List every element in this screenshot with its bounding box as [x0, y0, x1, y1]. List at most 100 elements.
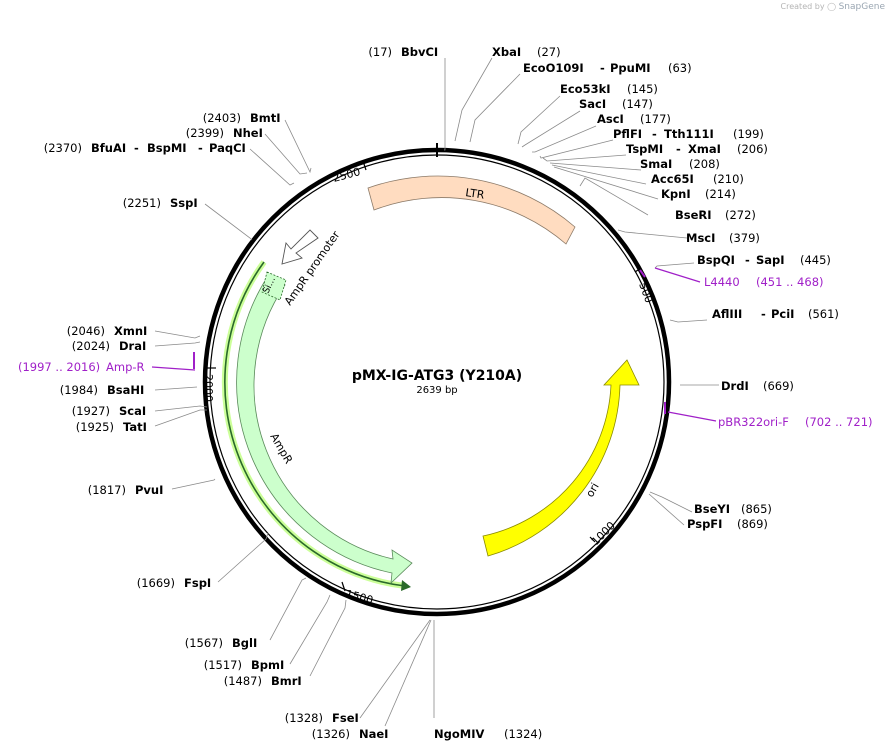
site-nhei-name: NheI: [233, 126, 263, 140]
site-bseyi[interactable]: BseYI (865): [694, 502, 772, 516]
feature-signal[interactable]: Si…: [261, 271, 287, 301]
site-bmri[interactable]: (1487) BmrI: [224, 674, 302, 688]
site-bfuai-dash: -: [134, 141, 139, 155]
site-afliii-name: AflIII: [712, 307, 742, 321]
ampr-primer-line: [224, 261, 406, 587]
site-tspmi[interactable]: TspMI - XmaI (206): [626, 142, 768, 156]
site-pvui[interactable]: (1817) PvuI: [88, 483, 164, 497]
site-eco53ki-pos: (145): [627, 82, 658, 96]
credit-prefix: Created by: [780, 2, 825, 11]
site-drai[interactable]: (2024) DraI: [72, 339, 147, 353]
site-kpni[interactable]: KpnI (214): [661, 187, 736, 201]
plasmid-name: pMX-IG-ATG3 (Y210A): [352, 368, 522, 384]
site-pflfi[interactable]: PflFI - Tth111I (199): [613, 127, 764, 141]
site-ecoo109i-name: EcoO109I: [523, 61, 584, 75]
map-center: pMX-IG-ATG3 (Y210A) 2639 bp: [352, 368, 522, 396]
site-ngomiv-pos: (1324): [504, 727, 542, 741]
site-naei[interactable]: (1326) NaeI: [312, 727, 389, 741]
site-bseri[interactable]: BseRI (272): [675, 208, 756, 222]
feature-ltr[interactable]: LTR: [367, 175, 576, 245]
site-ngomiv[interactable]: NgoMIV (1324): [434, 727, 542, 741]
site-saci[interactable]: SacI (147): [579, 97, 653, 111]
tick-label-1500: 1500: [344, 587, 374, 607]
site-smai-name: SmaI: [640, 157, 672, 171]
site-bmti[interactable]: (2403) BmtI: [203, 111, 281, 125]
site-bseyi-pos: (865): [741, 502, 772, 516]
snapgene-credit: Created by ◯ SnapGene: [781, 2, 885, 12]
site-bmri-pos: (1487): [224, 674, 262, 688]
site-bspmi-name: BspMI: [147, 141, 187, 155]
site-nhei[interactable]: (2399) NheI: [186, 126, 263, 140]
site-acc65i-name: Acc65I: [651, 172, 694, 186]
primer-pbr322ori-f[interactable]: pBR322ori-F (702 .. 721): [718, 415, 873, 429]
ampr-promoter-arrow: [281, 229, 319, 265]
site-bpmi[interactable]: (1517) BpmI: [204, 658, 285, 672]
site-fspi[interactable]: (1669) FspI: [137, 576, 211, 590]
site-xmni[interactable]: (2046) XmnI: [67, 324, 148, 338]
primer-amp-r-name: Amp-R: [106, 360, 145, 374]
site-naei-name: NaeI: [359, 727, 388, 741]
site-xmni-name: XmnI: [114, 324, 147, 338]
site-drdi[interactable]: DrdI (669): [721, 379, 794, 393]
site-bgli-pos: (1567): [185, 636, 223, 650]
site-bfuai[interactable]: (2370) BfuAI - BspMI - PaqCI: [44, 141, 246, 155]
site-bsahi[interactable]: (1984) BsaHI: [60, 383, 145, 397]
site-smai-pos: (208): [689, 157, 720, 171]
ampr-label: AmpR: [267, 431, 295, 466]
site-fsei[interactable]: (1328) FseI: [285, 711, 359, 725]
site-drai-pos: (2024): [72, 339, 110, 353]
site-bgli[interactable]: (1567) BglI: [185, 636, 257, 650]
plasmid-length: 2639 bp: [416, 385, 457, 396]
site-kpni-pos: (214): [705, 187, 736, 201]
feature-ampr-promoter[interactable]: AmpR promoter: [281, 228, 343, 308]
site-ecoo109i-pos: (63): [668, 61, 692, 75]
site-xmai-name: XmaI: [688, 142, 721, 156]
site-bbvci[interactable]: (17) BbvCI: [368, 45, 438, 59]
site-drai-name: DraI: [119, 339, 146, 353]
tick-1500: [341, 581, 346, 592]
site-scai-pos: (1927): [72, 404, 110, 418]
site-sapi-name: SapI: [756, 253, 785, 267]
ampr-primer-arrowhead: [401, 580, 411, 591]
feature-ori[interactable]: ori: [482, 359, 640, 557]
site-fspi-pos: (1669): [137, 576, 175, 590]
site-scai[interactable]: (1927) ScaI: [72, 404, 146, 418]
primer-l4440-pos: (451 .. 468): [756, 275, 824, 289]
tick-label-2500: 2500: [331, 165, 361, 185]
site-bmti-name: BmtI: [250, 111, 281, 125]
tick-label-500: 500: [636, 281, 655, 305]
site-eco53ki[interactable]: Eco53kI (145): [560, 82, 658, 96]
site-ngomiv-name: NgoMIV: [434, 727, 484, 741]
site-ecoo109i[interactable]: EcoO109I - PpuMI (63): [523, 61, 692, 75]
site-bpmi-name: BpmI: [251, 658, 284, 672]
primer-l4440[interactable]: L4440 (451 .. 468): [704, 275, 824, 289]
site-leader-lines: [154, 57, 719, 727]
site-asci[interactable]: AscI (177): [597, 112, 671, 126]
site-pcii-name: PciI: [771, 307, 794, 321]
site-acc65i[interactable]: Acc65I (210): [651, 172, 744, 186]
site-bpmi-pos: (1517): [204, 658, 242, 672]
site-scai-name: ScaI: [119, 404, 146, 418]
site-bsahi-pos: (1984): [60, 383, 98, 397]
site-asci-pos: (177): [640, 112, 671, 126]
ltr-label: LTR: [465, 186, 486, 202]
site-acc65i-pos: (210): [713, 172, 744, 186]
site-tati[interactable]: (1925) TatI: [76, 420, 147, 434]
site-smai[interactable]: SmaI (208): [640, 157, 720, 171]
site-bspqi-name: BspQI: [697, 253, 735, 267]
site-xbai[interactable]: XbaI (27): [492, 45, 561, 59]
tick-1000: [589, 536, 596, 543]
tick-500: [634, 267, 642, 273]
primer-amp-r[interactable]: (1997 .. 2016) Amp-R: [18, 360, 145, 374]
site-msci[interactable]: MscI (379): [686, 231, 760, 245]
site-drdi-pos: (669): [763, 379, 794, 393]
site-afliii[interactable]: AflIII - PciI (561): [712, 307, 839, 321]
site-sspi[interactable]: (2251) SspI: [123, 196, 198, 210]
site-drdi-name: DrdI: [721, 379, 749, 393]
site-bspqi[interactable]: BspQI - SapI (445): [697, 253, 831, 267]
site-pspfi[interactable]: PspFI (869): [687, 517, 768, 531]
site-bseri-pos: (272): [725, 208, 756, 222]
ori-arrow: [482, 359, 640, 557]
site-pspfi-name: PspFI: [687, 517, 722, 531]
site-saci-name: SacI: [579, 97, 606, 111]
